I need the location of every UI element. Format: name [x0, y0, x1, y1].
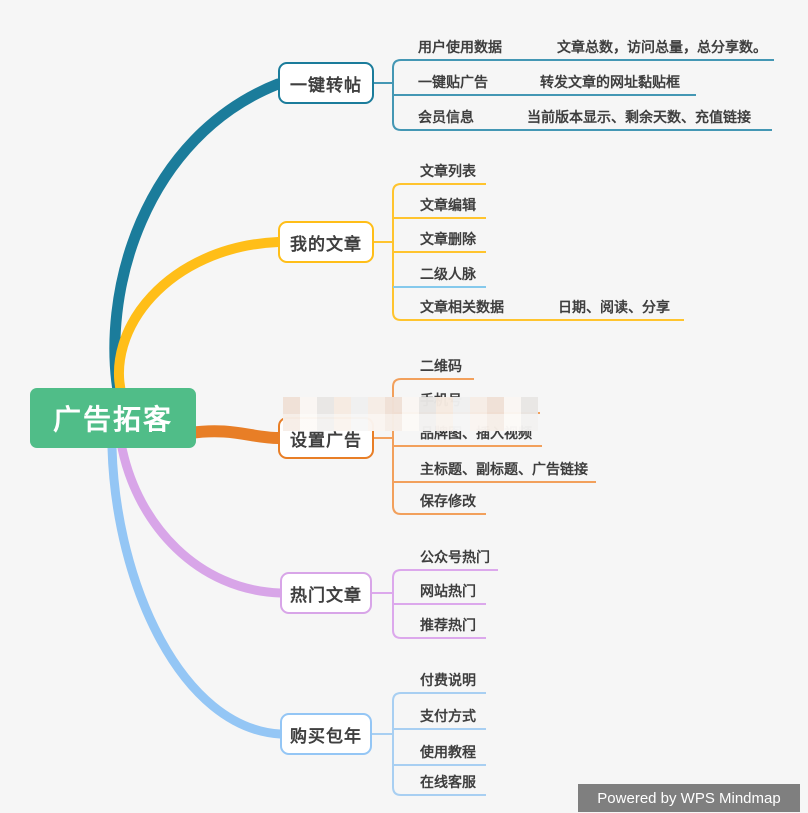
child-online-support[interactable]: 在线客服: [420, 774, 476, 790]
topic-node-buy-year[interactable]: 购买包年: [280, 713, 372, 755]
branch-curve-buy-year: [107, 443, 285, 739]
branch-curve-hot-articles: [117, 443, 285, 598]
root-node[interactable]: 广告拓客: [30, 388, 196, 448]
censor-mosaic-overlay: [283, 397, 538, 431]
child-payment-methods[interactable]: 支付方式: [420, 708, 476, 724]
child-one-key-paste-ad[interactable]: 一键贴广告: [418, 74, 488, 90]
child-article-related-data[interactable]: 文章相关数据: [420, 299, 504, 315]
note-member-info: 当前版本显示、剩余天数、充值链接: [527, 109, 751, 125]
child-official-account-hot[interactable]: 公众号热门: [420, 549, 490, 565]
branch-curve-one-key-repost: [109, 78, 284, 408]
wires-hot-articles: [372, 569, 498, 639]
topic-node-hot-articles[interactable]: 热门文章: [280, 572, 372, 614]
note-user-usage-data: 文章总数，访问总量，总分享数。: [557, 39, 767, 55]
wires-buy-year: [372, 692, 486, 796]
branch-curve-set-ad: [184, 425, 284, 444]
child-qr-code[interactable]: 二维码: [420, 358, 462, 374]
note-one-key-paste-ad: 转发文章的网址黏贴框: [540, 74, 680, 90]
child-article-list[interactable]: 文章列表: [420, 163, 476, 179]
topic-node-one-key-repost[interactable]: 一键转帖: [278, 62, 374, 104]
child-usage-tutorial[interactable]: 使用教程: [420, 744, 476, 760]
child-article-delete[interactable]: 文章删除: [420, 231, 476, 247]
note-article-related-data: 日期、阅读、分享: [558, 299, 670, 315]
topic-node-my-articles[interactable]: 我的文章: [278, 221, 374, 263]
child-save-changes[interactable]: 保存修改: [420, 493, 476, 509]
wires-my-articles: [374, 183, 684, 321]
child-user-usage-data[interactable]: 用户使用数据: [418, 39, 502, 55]
child-member-info[interactable]: 会员信息: [418, 109, 474, 125]
wires-one-key-repost: [374, 59, 774, 131]
child-recommended-hot[interactable]: 推荐热门: [420, 617, 476, 633]
child-website-hot[interactable]: 网站热门: [420, 583, 476, 599]
child-article-edit[interactable]: 文章编辑: [420, 197, 476, 213]
child-second-degree-contacts[interactable]: 二级人脉: [420, 266, 476, 282]
branch-curve-my-articles: [114, 237, 283, 401]
wps-mindmap-watermark: Powered by WPS Mindmap: [578, 784, 800, 812]
child-payment-instructions[interactable]: 付费说明: [420, 672, 476, 688]
child-title-subtitle-adlink[interactable]: 主标题、副标题、广告链接: [420, 461, 588, 477]
